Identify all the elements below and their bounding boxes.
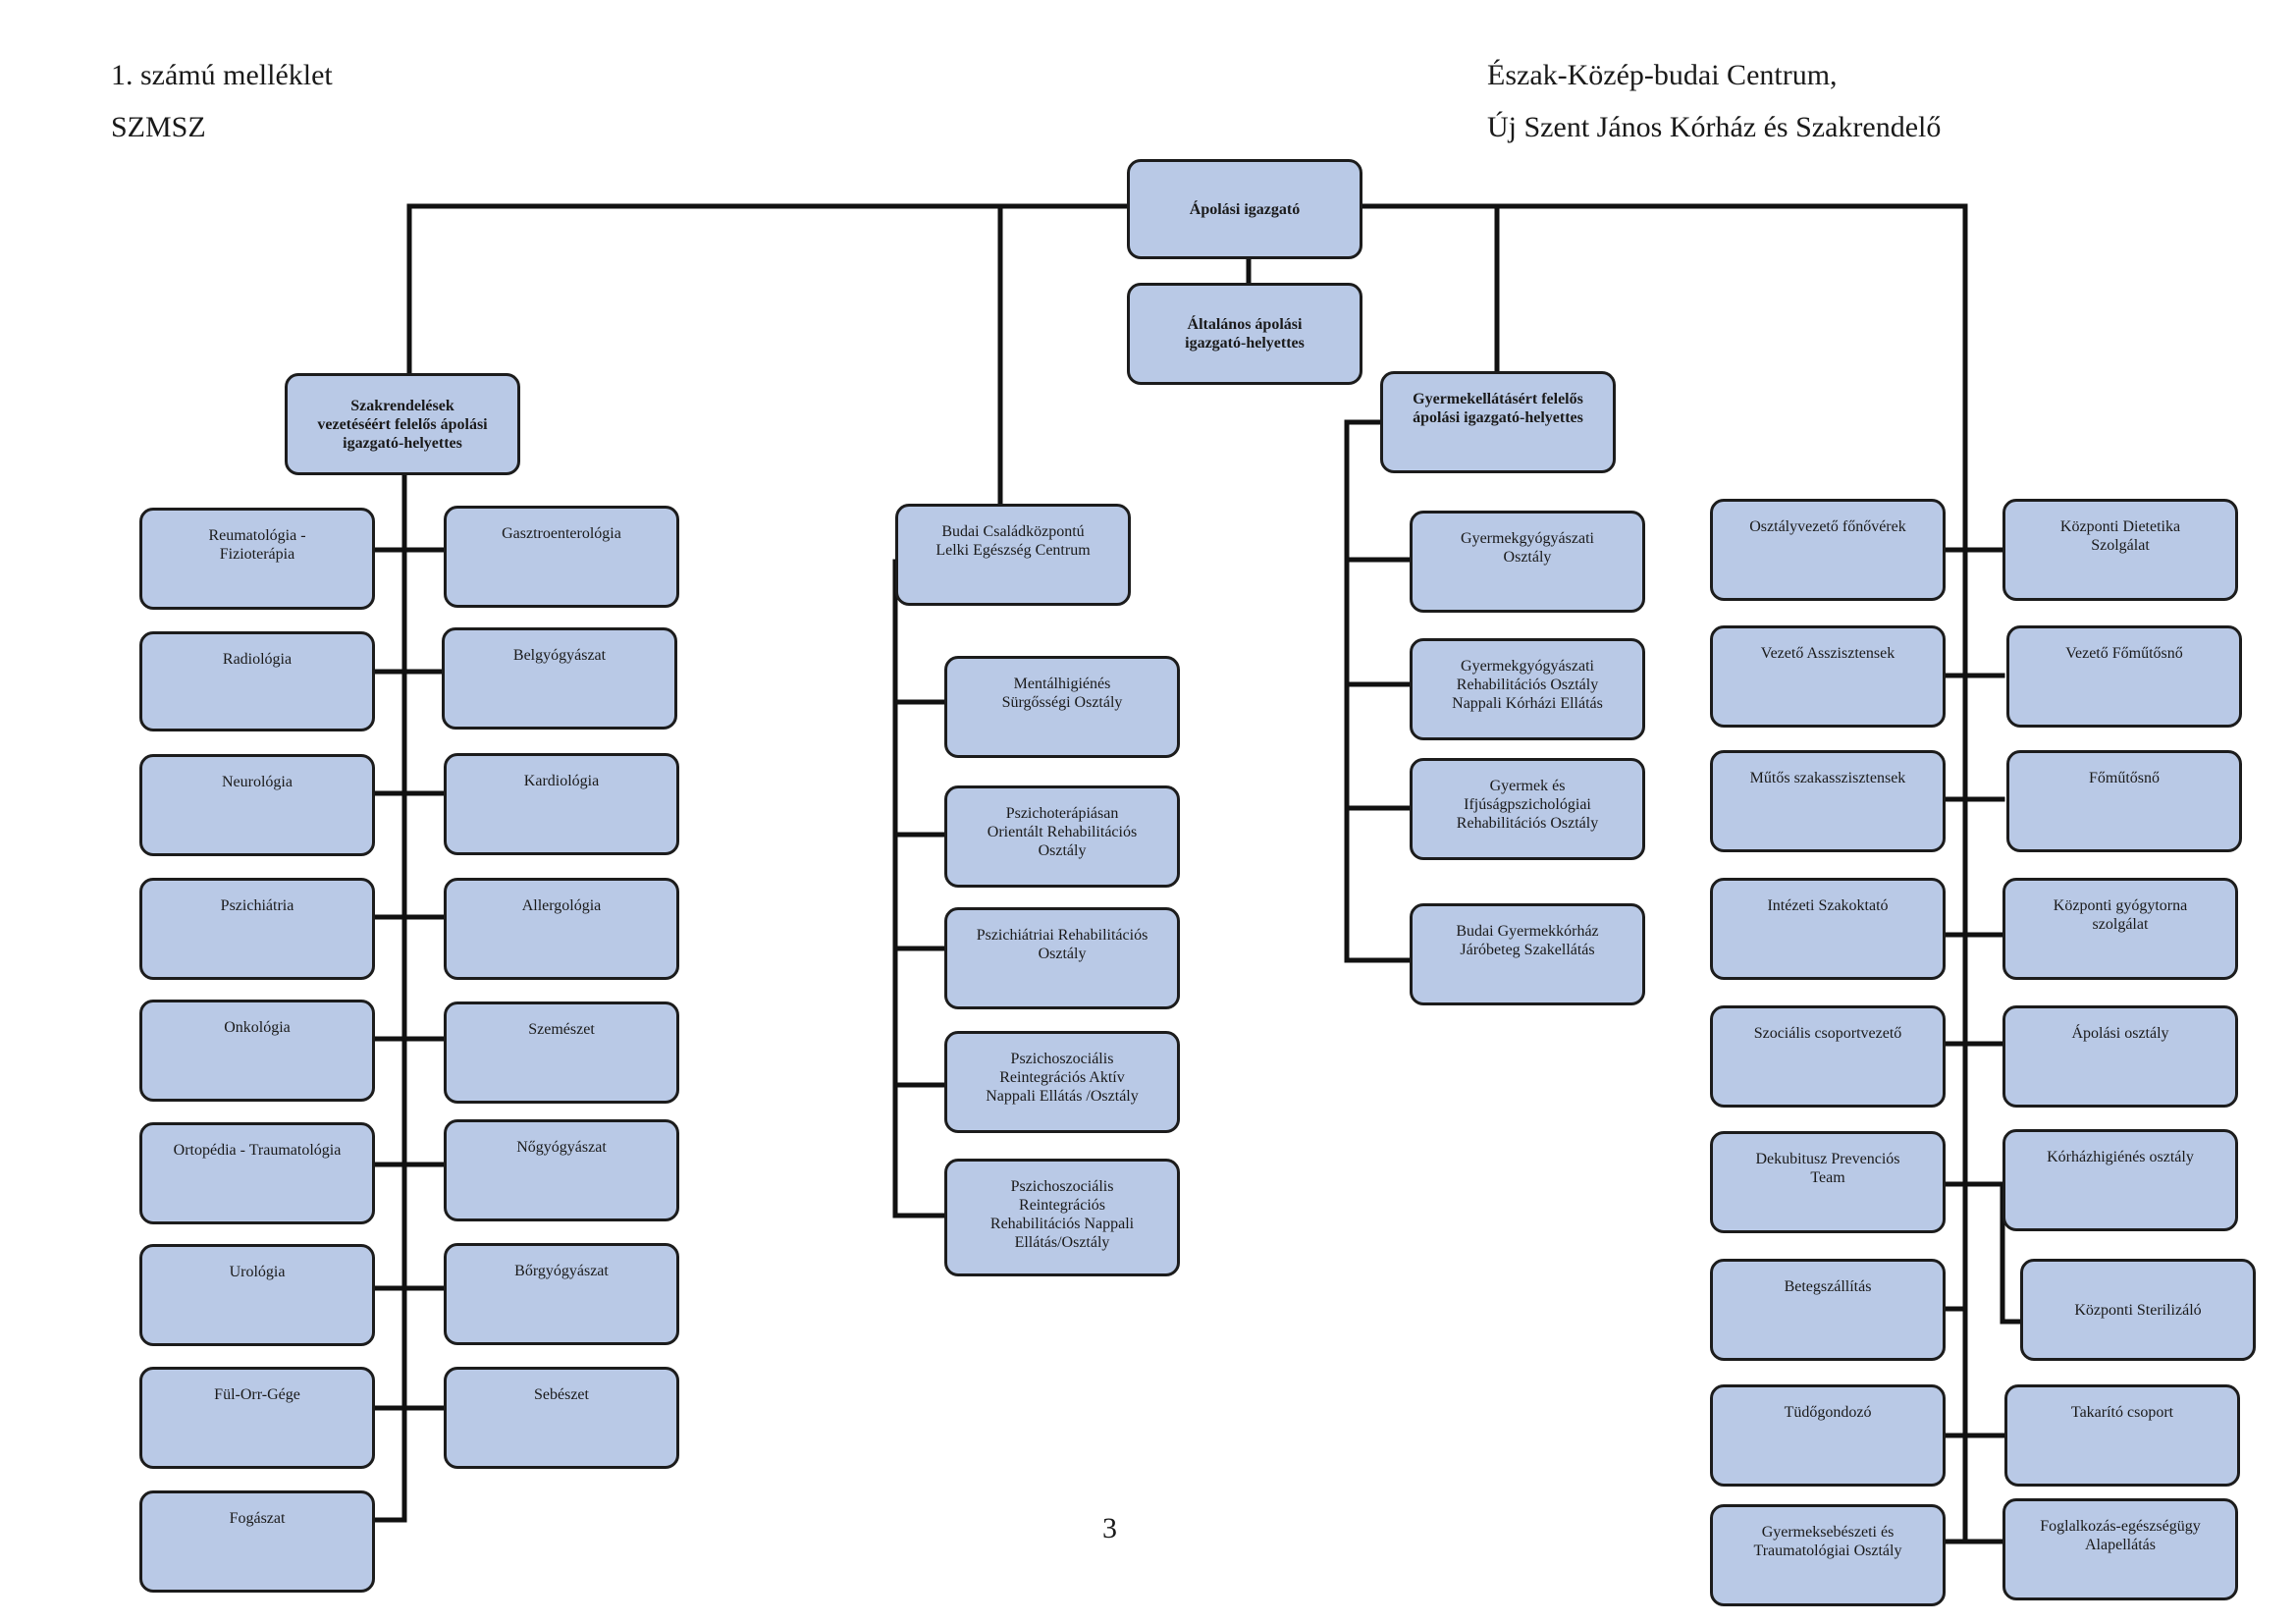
dept-ortopedia: Ortopédia - Traumatológia <box>139 1122 375 1224</box>
dept-ful-orr-gege: Fül-Orr-Gége <box>139 1367 375 1469</box>
dept-fogaszat: Fogászat <box>139 1490 375 1593</box>
dept-takarito-csoport: Takarító csoport <box>2004 1384 2240 1487</box>
header-institution-line2: Új Szent János Kórház és Szakrendelő <box>1487 111 1942 143</box>
header-institution-line1: Észak-Közép-budai Centrum, <box>1487 59 1838 91</box>
dept-budai-gyermekkorhaz: Budai Gyermekkórház Járóbeteg Szakellátá… <box>1410 903 1645 1005</box>
dept-kozponti-gyogytorna: Központi gyógytorna szolgálat <box>2002 878 2238 980</box>
dept-tudogondozo: Tüdőgondozó <box>1710 1384 1946 1487</box>
dept-korhazhigienes: Kórházhigiénés osztály <box>2002 1129 2238 1231</box>
dept-intezeti-szakoktato: Intézeti Szakoktató <box>1710 878 1946 980</box>
header-annex-label: 1. számú melléklet <box>111 59 333 91</box>
dept-neurologia: Neurológia <box>139 754 375 856</box>
dept-szemeszet: Szemészet <box>444 1001 679 1104</box>
dept-kardiologia: Kardiológia <box>444 753 679 855</box>
dept-dekubitusz: Dekubitusz Prevenciós Team <box>1710 1131 1946 1233</box>
dept-vezeto-asszisztensek: Vezető Asszisztensek <box>1710 625 1946 728</box>
node-budai-family-center: Budai Családközpontú Lelki Egészség Cent… <box>895 504 1131 606</box>
dept-mentalhigienes: Mentálhigiénés Sürgősségi Osztály <box>944 656 1180 758</box>
dept-gasztroenterologia: Gasztroenterológia <box>444 506 679 608</box>
dept-allergologia: Allergológia <box>444 878 679 980</box>
dept-radiologia: Radiológia <box>139 631 375 731</box>
dept-pszichoszocialis-aktiv: Pszichoszociális Reintegrációs Aktív Nap… <box>944 1031 1180 1133</box>
dept-gyermekgyogyaszati: Gyermekgyógyászati Osztály <box>1410 511 1645 613</box>
dept-kozponti-dietetika: Központi Dietetika Szolgálat <box>2002 499 2238 601</box>
node-nursing-director: Ápolási igazgató <box>1127 159 1362 259</box>
dept-kozponti-sterilizalo: Központi Sterilizáló <box>2020 1259 2256 1361</box>
dept-nogyogyaszat: Nőgyógyászat <box>444 1119 679 1221</box>
dept-pszichoszocialis-rehab: Pszichoszociális Reintegrációs Rehabilit… <box>944 1159 1180 1276</box>
dept-pszichoterapiasan: Pszichoterápiásan Orientált Rehabilitáci… <box>944 785 1180 888</box>
dept-mutos-szakasszisztensek: Műtős szakasszisztensek <box>1710 750 1946 852</box>
dept-onkologia: Onkológia <box>139 1000 375 1102</box>
dept-foglalkozas-egeszsegugy: Foglalkozás-egészségügy Alapellátás <box>2002 1498 2238 1600</box>
dept-gyermekgyogyaszati-rehab: Gyermekgyógyászati Rehabilitációs Osztál… <box>1410 638 1645 740</box>
dept-szocialis-csoportvezeto: Szociális csoportvezető <box>1710 1005 1946 1108</box>
dept-belgyogyaszat: Belgyógyászat <box>442 627 677 730</box>
dept-gyermeksebeszeti: Gyermeksebészeti és Traumatológiai Osztá… <box>1710 1504 1946 1606</box>
dept-urologia: Urológia <box>139 1244 375 1346</box>
dept-sebeszet: Sebészet <box>444 1367 679 1469</box>
dept-osztalyvezeto: Osztályvezető főnővérek <box>1710 499 1946 601</box>
node-deputy-pediatrics: Gyermekellátásért felelős ápolási igazga… <box>1380 371 1616 473</box>
node-deputy-general: Általános ápolási igazgató-helyettes <box>1127 283 1362 385</box>
page-number: 3 <box>1102 1512 1117 1544</box>
dept-reumatologia: Reumatológia - Fizioterápia <box>139 508 375 610</box>
dept-borgyogyaszat: Bőrgyógyászat <box>444 1243 679 1345</box>
node-deputy-outpatient: Szakrendelések vezetéséért felelős ápolá… <box>285 373 520 475</box>
dept-gyermek-ifjusag: Gyermek és Ifjúságpszichológiai Rehabili… <box>1410 758 1645 860</box>
dept-apolasi-osztaly: Ápolási osztály <box>2002 1005 2238 1108</box>
dept-pszichiatriai-rehab: Pszichiátriai Rehabilitációs Osztály <box>944 907 1180 1009</box>
dept-vezeto-fomutosno: Vezető Főműtősnő <box>2006 625 2242 728</box>
dept-betegszallitas: Betegszállítás <box>1710 1259 1946 1361</box>
dept-fomutosno: Főműtősnő <box>2006 750 2242 852</box>
header-doc-code: SZMSZ <box>111 111 206 143</box>
dept-pszichiatria: Pszichiátria <box>139 878 375 980</box>
